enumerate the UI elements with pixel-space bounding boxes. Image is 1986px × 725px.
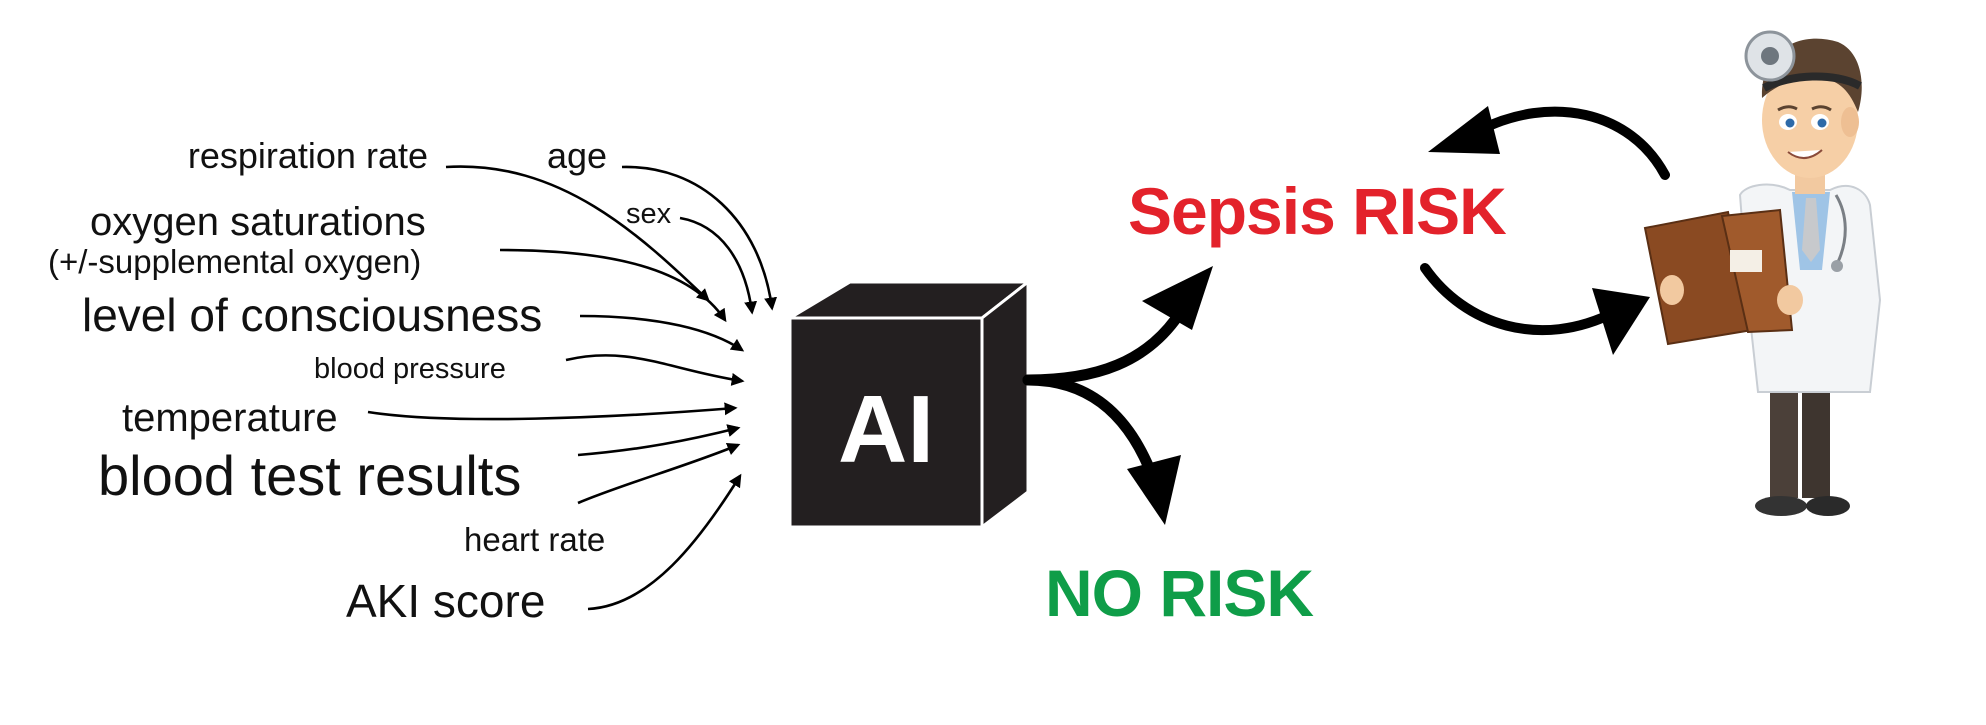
- arrow-to-sepsis-risk: [1022, 314, 1181, 386]
- input-blood-pressure: blood pressure: [314, 353, 506, 385]
- input-supplemental-oxygen: (+/-supplemental oxygen): [48, 243, 422, 280]
- input-heart-rate: heart rate: [464, 521, 606, 558]
- input-level-of-consciousness: level of consciousness: [82, 289, 543, 341]
- arrow-to-no-risk: [1022, 374, 1156, 476]
- arrow-age: [621, 165, 778, 311]
- input-blood-test-results: blood test results: [98, 444, 522, 507]
- arrow-aki-score: [587, 473, 742, 611]
- ai-label: AI: [838, 376, 934, 483]
- arrow-blood-test-results: [577, 424, 741, 457]
- input-aki-score: AKI score: [346, 575, 546, 627]
- ai-cube-icon: AI: [788, 280, 1030, 529]
- arrowhead-risk-to-clinician: [1592, 288, 1650, 355]
- input-age: age: [547, 135, 608, 176]
- input-respiration-rate: respiration rate: [187, 135, 428, 176]
- arrowhead-feedback-to-risk: [1428, 106, 1500, 154]
- input-oxygen-saturations: oxygen saturations: [90, 200, 426, 244]
- arrow-blood-pressure: [565, 354, 745, 386]
- arrow-heart-rate: [577, 442, 741, 505]
- arrowhead-sepsis-risk: [1142, 266, 1213, 330]
- arrow-risk-to-clinician: [1420, 263, 1620, 336]
- output-no-risk: NO RISK: [1045, 556, 1314, 630]
- arrow-respiration-rate: [445, 165, 710, 302]
- input-temperature: temperature: [122, 396, 338, 440]
- output-sepsis-risk: Sepsis RISK: [1128, 174, 1507, 248]
- arrow-level-of-consciousness: [579, 314, 745, 352]
- arrow-temperature: [367, 402, 738, 421]
- arrowhead-no-risk: [1127, 455, 1181, 525]
- input-sex: sex: [626, 198, 672, 230]
- arrow-sex: [679, 216, 758, 315]
- arrow-oxygen-saturations: [499, 248, 727, 323]
- arrow-feedback-to-risk: [1475, 106, 1670, 180]
- clinician-icon: [1643, 30, 1882, 516]
